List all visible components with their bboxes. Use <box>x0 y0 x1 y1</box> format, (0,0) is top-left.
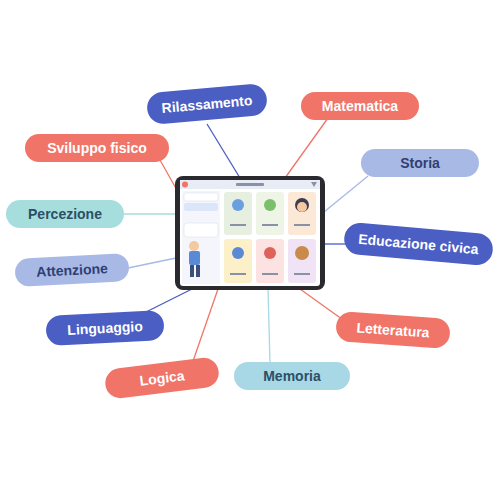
figure-leg <box>190 265 194 277</box>
card-caption <box>262 273 278 275</box>
leader-line <box>192 289 218 364</box>
topic-pill: Logica <box>104 356 221 400</box>
figure-body <box>189 251 200 265</box>
card-figure <box>295 198 309 212</box>
card-figure <box>232 199 244 211</box>
close-dot <box>182 182 188 188</box>
card-caption <box>262 224 278 226</box>
leader-line <box>324 176 368 212</box>
card <box>288 239 316 283</box>
topic-pill: Percezione <box>6 200 124 228</box>
card <box>224 239 252 283</box>
side-panel <box>182 191 220 284</box>
topic-label: Memoria <box>263 368 321 384</box>
figure-head <box>189 241 199 251</box>
topic-pill: Rilassamento <box>146 83 268 125</box>
topic-pill: Memoria <box>234 362 350 390</box>
card-figure <box>264 199 276 211</box>
topic-label: Rilassamento <box>161 92 253 116</box>
topic-pill: Letteratura <box>335 311 451 349</box>
leader-line <box>128 258 176 268</box>
topic-label: Educazione civica <box>357 231 479 257</box>
card-grid <box>224 192 316 283</box>
topic-pill: Storia <box>361 149 479 177</box>
side-item <box>184 203 218 211</box>
card-figure <box>232 247 244 259</box>
topic-pill: Linguaggio <box>45 310 164 346</box>
card <box>256 192 284 235</box>
card-caption <box>294 273 310 275</box>
leader-line <box>124 213 176 214</box>
topic-pill: Attenzione <box>14 253 129 287</box>
card-figure <box>295 246 309 260</box>
tablet-screen <box>180 180 320 286</box>
card-figure <box>264 247 276 259</box>
topic-label: Storia <box>400 155 440 171</box>
card <box>288 192 316 235</box>
topic-label: Letteratura <box>356 319 430 340</box>
card-caption <box>230 224 246 226</box>
tablet-frame <box>175 176 325 290</box>
header-text <box>236 183 264 186</box>
filter-icon <box>311 182 317 187</box>
topic-pill: Sviluppo fisico <box>25 134 169 162</box>
leader-line <box>207 124 240 178</box>
topic-label: Logica <box>139 367 186 388</box>
topic-label: Attenzione <box>36 260 108 280</box>
card <box>224 192 252 235</box>
figure-leg <box>196 265 200 277</box>
card-caption <box>230 273 246 275</box>
topic-pill: Educazione civica <box>342 222 493 267</box>
app-header <box>180 180 320 189</box>
topic-pill: Matematica <box>301 92 419 120</box>
card <box>256 239 284 283</box>
topic-label: Linguaggio <box>67 318 143 338</box>
topic-label: Percezione <box>28 206 102 222</box>
topic-label: Sviluppo fisico <box>47 140 147 156</box>
side-item <box>184 193 218 201</box>
leader-line <box>268 289 270 364</box>
card-caption <box>294 224 310 226</box>
card-figure <box>297 202 307 212</box>
speech-bubble <box>184 223 218 237</box>
leader-line <box>285 118 328 178</box>
tablet <box>175 176 325 290</box>
topic-label: Matematica <box>322 98 398 114</box>
